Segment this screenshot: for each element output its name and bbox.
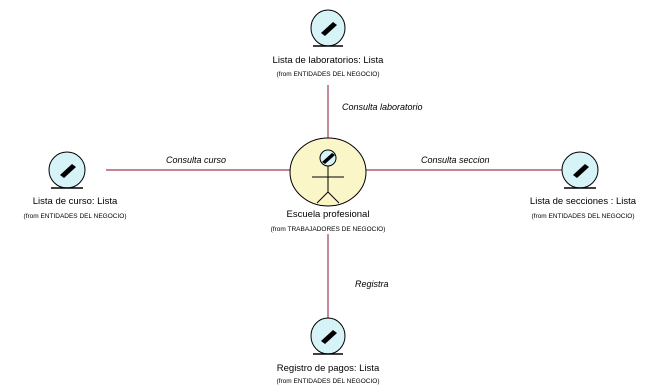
element-name-escuela: Escuela profesional bbox=[286, 209, 370, 220]
element-from-laboratorios: (from ENTIDADES DEL NEGOCIO) bbox=[276, 71, 380, 78]
element-name-curso: Lista de curso: Lista bbox=[32, 196, 118, 207]
entity-icon-curso[interactable] bbox=[48, 151, 86, 189]
entity-icon-pagos[interactable] bbox=[310, 317, 346, 355]
worker-icon-escuela[interactable] bbox=[289, 137, 367, 207]
entity-icon-secciones[interactable] bbox=[561, 151, 599, 189]
assoc-label-left: Consulta curso bbox=[166, 155, 227, 165]
assoc-label-right: Consulta seccion bbox=[421, 155, 490, 165]
entity-icon-laboratorios[interactable] bbox=[310, 9, 346, 47]
assoc-label-top: Consulta laboratorio bbox=[342, 102, 423, 112]
element-from-pagos: (from ENTIDADES DEL NEGOCIO) bbox=[276, 378, 380, 385]
element-from-curso: (from ENTIDADES DEL NEGOCIO) bbox=[23, 213, 127, 220]
element-from-escuela: (from TRABAJADORES DE NEGOCIO) bbox=[270, 226, 386, 233]
element-name-pagos: Registro de pagos: Lista bbox=[276, 363, 380, 374]
assoc-label-bottom: Registra bbox=[355, 279, 389, 289]
element-from-secciones: (from ENTIDADES DEL NEGOCIO) bbox=[531, 213, 635, 220]
element-name-secciones: Lista de secciones : Lista bbox=[529, 196, 637, 207]
element-name-laboratorios: Lista de laboratorios: Lista bbox=[272, 55, 384, 66]
